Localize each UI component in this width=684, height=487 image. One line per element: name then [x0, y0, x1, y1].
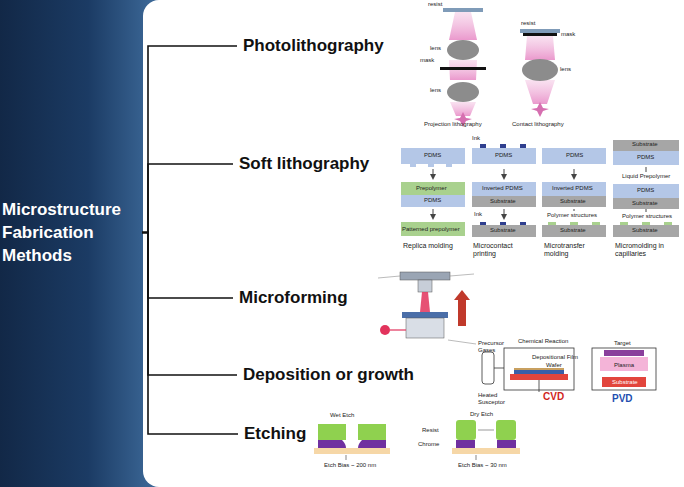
node-text: Deposition or growth [243, 364, 414, 386]
node-text: Microstructure Fabrication Methods [2, 198, 140, 267]
figure-label: Etch Bias ~ 30 nm [458, 462, 507, 469]
figure-label: Substrate [490, 198, 516, 205]
method-label: Photolithography [243, 35, 384, 57]
figure-label: Liquid Prepolymer [622, 173, 670, 180]
figure-label: mask [420, 57, 434, 64]
root-topic: Microstructure Fabrication Methods [2, 198, 140, 267]
microforming-setup [372, 268, 482, 350]
figure-label: PDMS [495, 152, 512, 159]
figure-label: Substrate [560, 227, 586, 234]
bracket-connector [142, 164, 233, 233]
figure-label: PDMS [566, 152, 583, 159]
figure-label: Plasma [614, 362, 634, 369]
figure-label: CVD [543, 391, 564, 402]
figure-label: PVD [612, 393, 633, 404]
soft-lithography-steps [396, 132, 684, 260]
node-text: Etching [244, 423, 306, 445]
figure-label: Microcontact printing [473, 242, 537, 257]
figure-label: Dry Etch [470, 411, 493, 418]
figure-label: PDMS [424, 197, 441, 204]
contact-lithography [520, 29, 560, 117]
projection-lithography [418, 0, 570, 132]
figure-label: Substrate [632, 141, 658, 148]
figure-label: Wet Etch [330, 412, 354, 419]
pvd-chamber [584, 338, 664, 406]
figure-label: PDMS [424, 152, 441, 159]
figure-label: lens [430, 45, 441, 52]
side-panel [0, 0, 160, 487]
figure-label: Projection lithography [424, 121, 482, 128]
figure-label: resist [521, 20, 535, 27]
figure-label: Chrome [418, 441, 439, 448]
bracket-connector [142, 233, 233, 299]
figure-label: PDMS [637, 154, 654, 161]
node-text: Microforming [239, 287, 348, 309]
figure-label: Substrate [632, 227, 658, 234]
figure-label: resist [428, 1, 442, 8]
figure-label: Target [614, 340, 631, 347]
figure-label: Microtransfer molding [544, 242, 608, 257]
figure-label: Depositional Film [532, 354, 578, 361]
figure-label: Ink [474, 211, 482, 218]
figure-label: Substrate [632, 200, 658, 207]
figure-label: lens [560, 66, 571, 73]
figure-label: Resist [422, 427, 439, 434]
figure-label: Polymer structures [547, 212, 597, 219]
method-label: Microforming [239, 287, 348, 309]
figure-label: mask [561, 31, 575, 38]
figure-label: Precursor Gases [478, 340, 504, 353]
figure-label: Chemical Reaction [518, 338, 568, 345]
figure-label: Contact lithography [512, 121, 564, 128]
figure-label: Prepolymer [416, 185, 447, 192]
figure-label: Polymer structures [622, 213, 672, 220]
figure-label: lens [430, 87, 441, 94]
figure-label: PDMS [637, 187, 654, 194]
method-label: Deposition or growth [243, 364, 414, 386]
figure-label: Substrate [612, 379, 638, 386]
node-text: Soft lithography [239, 153, 369, 175]
bracket-connector [142, 233, 237, 376]
figure-label: Inverted PDMS [552, 185, 593, 192]
figure-label: Etch Bias ~ 200 nm [324, 462, 376, 469]
figure-label: Substrate [490, 227, 516, 234]
figure-label: Substrate [560, 198, 586, 205]
figure-label: Wafer [546, 362, 562, 369]
bracket-connector [142, 46, 237, 233]
figure-label: Heated Susceptor [478, 392, 508, 405]
figure-label: Patterned prepolymer [402, 226, 460, 233]
method-label: Etching [244, 423, 306, 445]
figure-label: Replica molding [403, 242, 465, 250]
bracket-connector [142, 233, 238, 435]
figure-label: Ink [472, 135, 480, 142]
method-label: Soft lithography [239, 153, 369, 175]
node-text: Photolithography [243, 35, 384, 57]
figure-label: Micromolding in capillaries [615, 242, 681, 257]
figure-label: Inverted PDMS [482, 185, 523, 192]
cvd-chamber [476, 336, 580, 408]
etching-profiles [304, 408, 522, 474]
